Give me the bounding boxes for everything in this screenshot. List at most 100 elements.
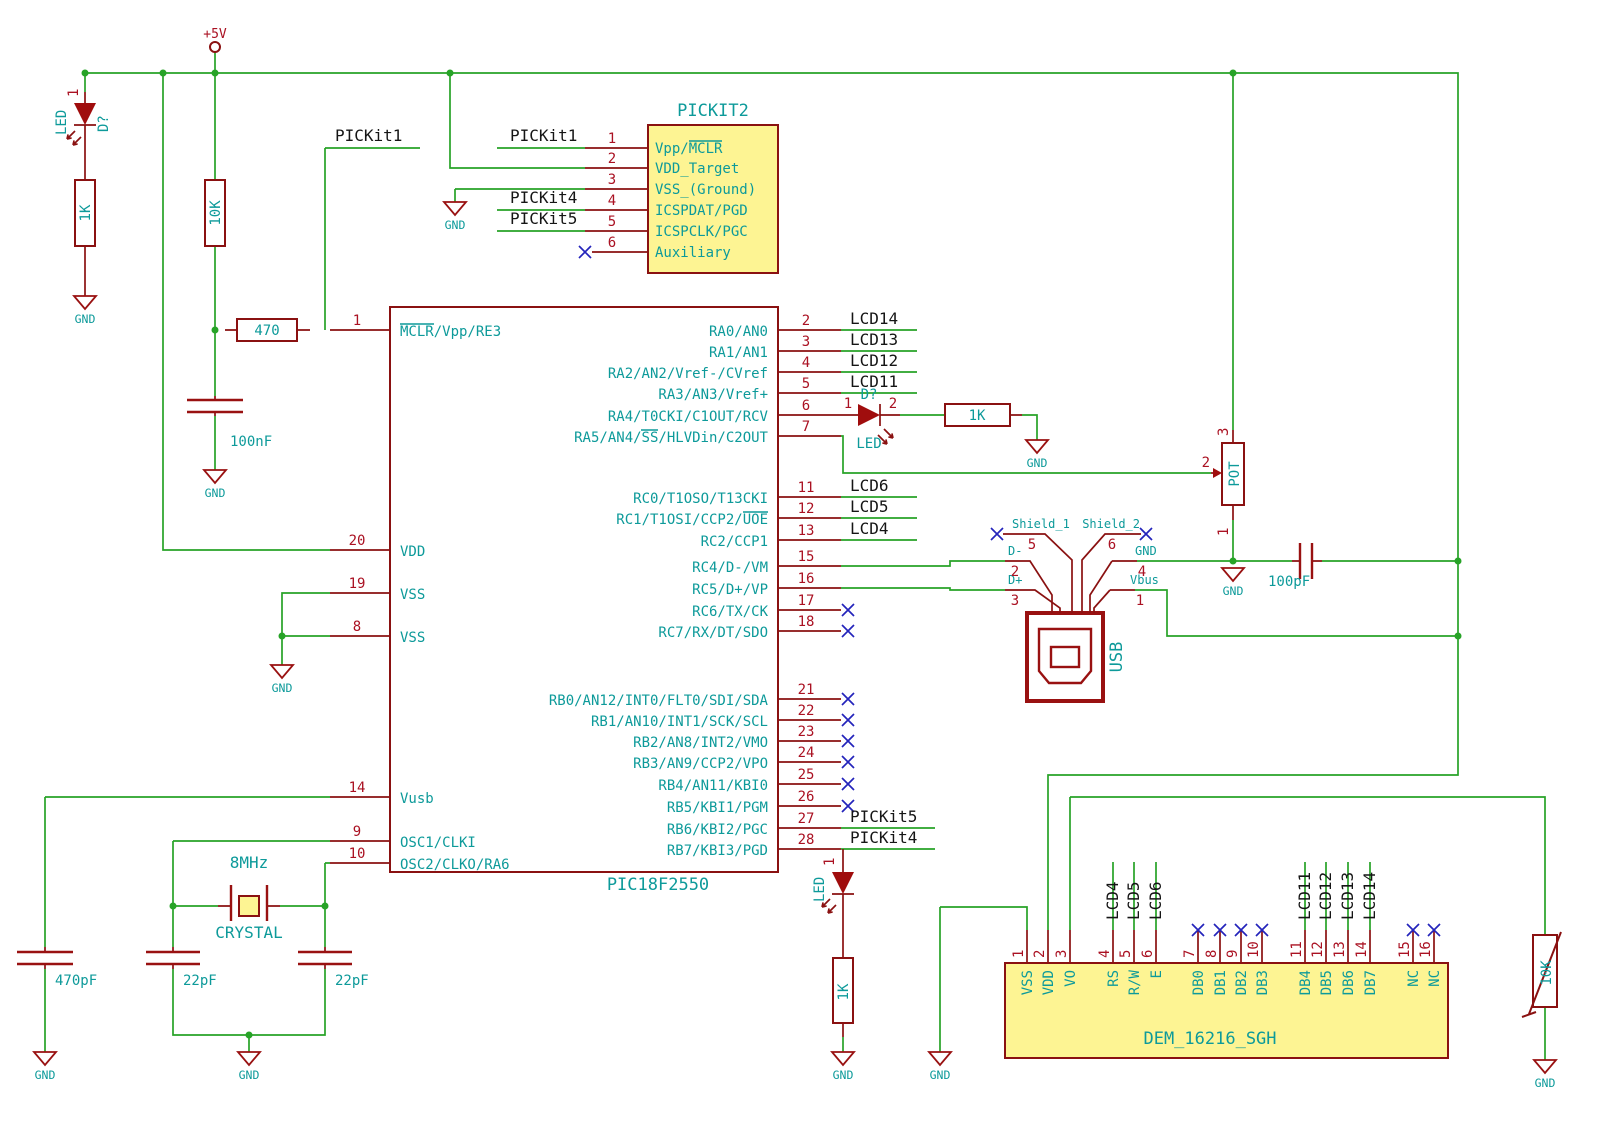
usb-body[interactable] [1025, 611, 1105, 703]
pin-number: 5 [802, 376, 810, 392]
pin-number: 16 [798, 571, 815, 587]
resistor-470[interactable] [236, 318, 298, 342]
resistor-1k-bottom[interactable] [832, 957, 854, 1024]
potentiometer[interactable] [1211, 442, 1245, 506]
pin-name: D+ [1008, 573, 1022, 587]
led-ra4[interactable] [858, 404, 880, 426]
capacitors[interactable] [17, 398, 1314, 966]
pin-name: VO [1063, 970, 1079, 987]
pic18f2550-mcu[interactable]: PIC18F2550 [389, 306, 779, 895]
cap-value: 100nF [230, 434, 272, 450]
gnd-icon [269, 664, 295, 680]
leds[interactable] [66, 103, 894, 914]
ground-symbols[interactable]: GND GND GND GND GND GND GND GND GND GND … [32, 201, 1558, 1090]
gnd-icon [927, 1051, 953, 1067]
net-label-lcd6: LCD6 [850, 476, 889, 495]
net-label-lcd12: LCD12 [1316, 872, 1335, 920]
resistor-value: 1K [78, 204, 94, 221]
gnd-icon [32, 1051, 58, 1067]
pin-number: 7 [1182, 950, 1198, 958]
pot-body[interactable] [1221, 442, 1245, 506]
net-label-pickit5: PICKit5 [850, 807, 917, 826]
gnd-label: GND [930, 1068, 951, 1082]
pin-name: RB1/AN10/INT1/SCK/SCL [591, 714, 768, 730]
gnd-label: GND [239, 1068, 260, 1082]
pin-name: VSS [400, 630, 425, 646]
resistors[interactable] [74, 179, 1562, 1024]
pin-name: MCLR/Vpp/RE3 [400, 324, 501, 340]
lcd-module[interactable]: DEM_16216_SGH [1004, 962, 1449, 1059]
pin-name: OSC2/CLKO/RA6 [400, 857, 510, 873]
led-name: LED [54, 110, 70, 135]
mcu-title: PIC18F2550 [607, 875, 709, 895]
pin-name: VDD_Target [655, 161, 739, 177]
lcd-title: DEM_16216_SGH [1143, 1029, 1276, 1049]
resistor-1k-ra4[interactable] [944, 403, 1011, 427]
pot-name: POT [1227, 461, 1243, 487]
mcu-body[interactable] [389, 306, 779, 873]
pin-name: VSS_(Ground) [655, 182, 756, 198]
crystal-plates [229, 885, 269, 921]
pin-name: RA1/AN1 [709, 345, 768, 361]
pin-number: 6 [802, 398, 810, 414]
pickit2-connector[interactable]: PICKIT2 [647, 101, 779, 274]
led-arrows-icon [877, 428, 894, 445]
net-label-lcd5: LCD5 [850, 497, 889, 516]
pin-name: Shield_1 [1012, 517, 1070, 531]
pin-name: RB0/AN12/INT0/FLT0/SDI/SDA [549, 693, 769, 709]
pin-name: DB7 [1363, 970, 1379, 995]
pin-number: 8 [1204, 950, 1220, 958]
pin-name: Vpp/MCLR [655, 141, 723, 157]
cap-100nf[interactable] [187, 398, 243, 414]
lcd-body[interactable] [1004, 962, 1449, 1059]
led-topleft[interactable] [74, 103, 96, 125]
gnd-label: GND [75, 312, 96, 326]
mcu-pin-text: MCLR/Vpp/RE3 VDD VSS VSS Vusb OSC1/CLKI … [349, 313, 815, 873]
net-labels[interactable]: LCD14 LCD13 LCD12 LCD11 LCD6 LCD5 LCD4 P… [335, 126, 917, 847]
pin-name: DB5 [1319, 970, 1335, 995]
pin-name: RB4/AN11/KBI0 [658, 778, 768, 794]
pin-number: 6 [1108, 537, 1116, 553]
pin-number: 2 [1011, 564, 1019, 580]
lcd-pin-text: VSS VDD VO RS R/W E DB0 DB1 DB2 DB3 DB4 … [1011, 872, 1443, 995]
cap-22pf-left[interactable] [146, 950, 200, 966]
net-label-lcd6: LCD6 [1146, 881, 1165, 920]
resistor-1k-topleft[interactable] [74, 179, 96, 247]
pin-name: Vusb [400, 791, 434, 807]
cap-value: 470pF [55, 973, 97, 989]
pin-number: 3 [802, 334, 810, 350]
crystal[interactable] [229, 885, 269, 921]
resistor-10k-contrast[interactable] [1532, 934, 1558, 1008]
pickit2-pin-text: Vpp/MCLR VDD_Target VSS_(Ground) ICSPDAT… [608, 131, 756, 261]
pin-number: 1 [66, 89, 82, 97]
no-connect-marks [578, 245, 1441, 937]
led-bottom[interactable] [832, 872, 854, 894]
gnd-icon [72, 295, 98, 311]
pickit2-body[interactable] [647, 124, 779, 274]
pin-name: DB1 [1213, 970, 1229, 995]
pin-number: 5 [1028, 537, 1036, 553]
gnd-icon [1220, 567, 1246, 583]
led-ref: D? [96, 115, 112, 132]
junction-dots [81, 69, 1462, 1039]
pin-name: D- [1008, 544, 1022, 558]
cap-22pf-right[interactable] [298, 950, 352, 966]
power-flag[interactable]: +5V [203, 27, 227, 53]
pin-name: OSC1/CLKI [400, 835, 476, 851]
cap-470pf[interactable] [17, 950, 73, 966]
resistor-10k-pullup[interactable] [204, 179, 226, 247]
pin-number: 3 [1216, 428, 1232, 436]
pin-name: RB2/AN8/INT2/VMO [633, 735, 768, 751]
pin-number: 11 [798, 480, 815, 496]
pin-name: RS [1106, 970, 1122, 987]
crystal-body[interactable] [238, 895, 260, 917]
pin-name: NC [1427, 970, 1443, 987]
pin-number: 1 [1011, 950, 1027, 958]
pin-number: 2 [1202, 455, 1210, 471]
pin-number: 13 [798, 523, 815, 539]
cap-100pf[interactable] [1298, 543, 1314, 579]
pin-number: 3 [608, 172, 616, 188]
usb-connector[interactable]: USB [1003, 533, 1141, 703]
pin-name: RB7/KBI3/PGD [667, 843, 768, 859]
